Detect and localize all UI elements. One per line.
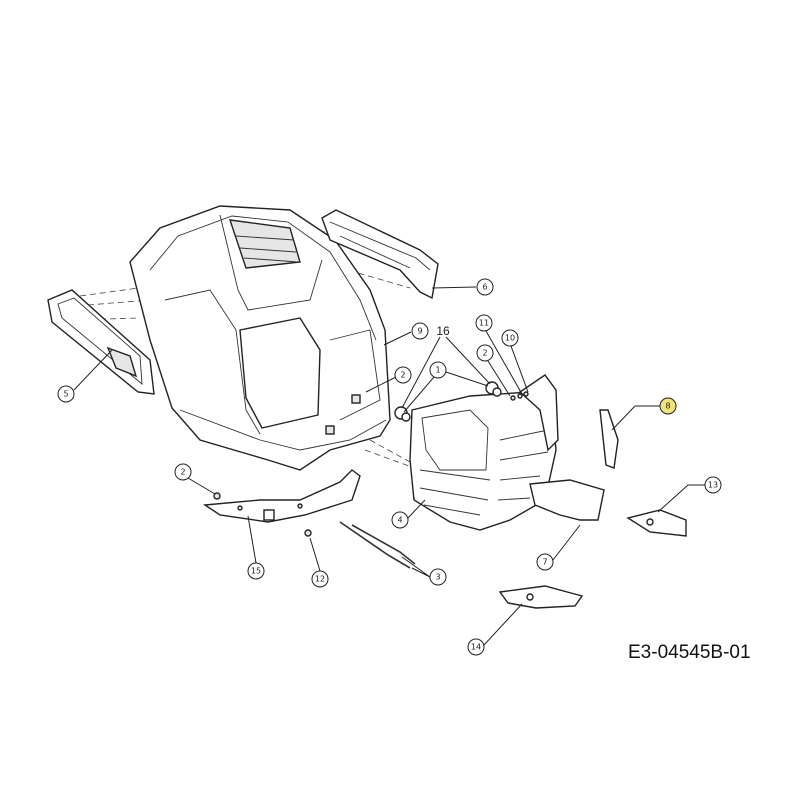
callout-14: 14	[467, 638, 485, 656]
callout-11: 11	[475, 314, 493, 332]
svg-text:7: 7	[542, 558, 547, 567]
callout-5: 5	[57, 385, 75, 403]
part-1-light-left[interactable]	[394, 406, 411, 422]
svg-text:14: 14	[471, 643, 481, 652]
part-grille-bracket[interactable]	[518, 374, 559, 452]
svg-text:11: 11	[479, 319, 489, 328]
leader-lines	[73, 286, 705, 646]
svg-text:5: 5	[63, 390, 68, 399]
callout-13: 13	[704, 476, 722, 494]
drawing-code: E3-04545B-01	[628, 642, 751, 663]
svg-text:1: 1	[435, 366, 440, 375]
part-1-light-right[interactable]	[485, 381, 502, 397]
part-3-rods[interactable]	[339, 521, 416, 569]
label-16: 16	[436, 324, 450, 338]
small-screws	[510, 391, 529, 401]
svg-text:8: 8	[665, 402, 670, 411]
callout-2-lower: 2	[174, 463, 192, 481]
part-5-side-panel[interactable]	[47, 289, 155, 395]
callout-2-hood: 2	[394, 366, 412, 384]
part-4-grille[interactable]	[409, 391, 557, 531]
svg-text:3: 3	[435, 573, 440, 582]
svg-text:2: 2	[482, 349, 487, 358]
callout-9: 9	[411, 322, 429, 340]
callout-1: 1	[429, 361, 447, 379]
svg-text:2: 2	[180, 468, 185, 477]
part-12-nut	[304, 529, 312, 537]
callout-2-top: 2	[476, 344, 494, 362]
part-15-bracket[interactable]	[202, 469, 361, 523]
callout-10: 10	[501, 329, 519, 347]
part-13-plate[interactable]	[626, 509, 687, 537]
callout-15: 15	[247, 562, 265, 580]
part-9-hood[interactable]	[129, 205, 391, 471]
callout-4: 4	[391, 511, 409, 529]
part-8-side-grille[interactable]	[599, 409, 619, 469]
svg-text:6: 6	[482, 283, 487, 292]
part-6-dash-panel[interactable]	[321, 209, 439, 300]
svg-text:4: 4	[397, 516, 402, 525]
callout-3: 3	[429, 568, 447, 586]
part-7-bumper[interactable]	[529, 479, 605, 521]
callout-6: 6	[476, 278, 494, 296]
hood-hardware	[325, 394, 361, 435]
svg-text:15: 15	[251, 567, 261, 576]
callout-7: 7	[536, 553, 554, 571]
svg-text:2: 2	[400, 371, 405, 380]
svg-text:12: 12	[315, 575, 325, 584]
svg-text:9: 9	[417, 327, 422, 336]
part-2-screw-lower	[213, 492, 221, 500]
callout-12: 12	[311, 570, 329, 588]
callout-8-highlighted[interactable]: 8	[659, 397, 677, 415]
part-14-plate[interactable]	[498, 585, 584, 609]
svg-text:13: 13	[708, 481, 718, 490]
svg-text:10: 10	[505, 334, 515, 343]
